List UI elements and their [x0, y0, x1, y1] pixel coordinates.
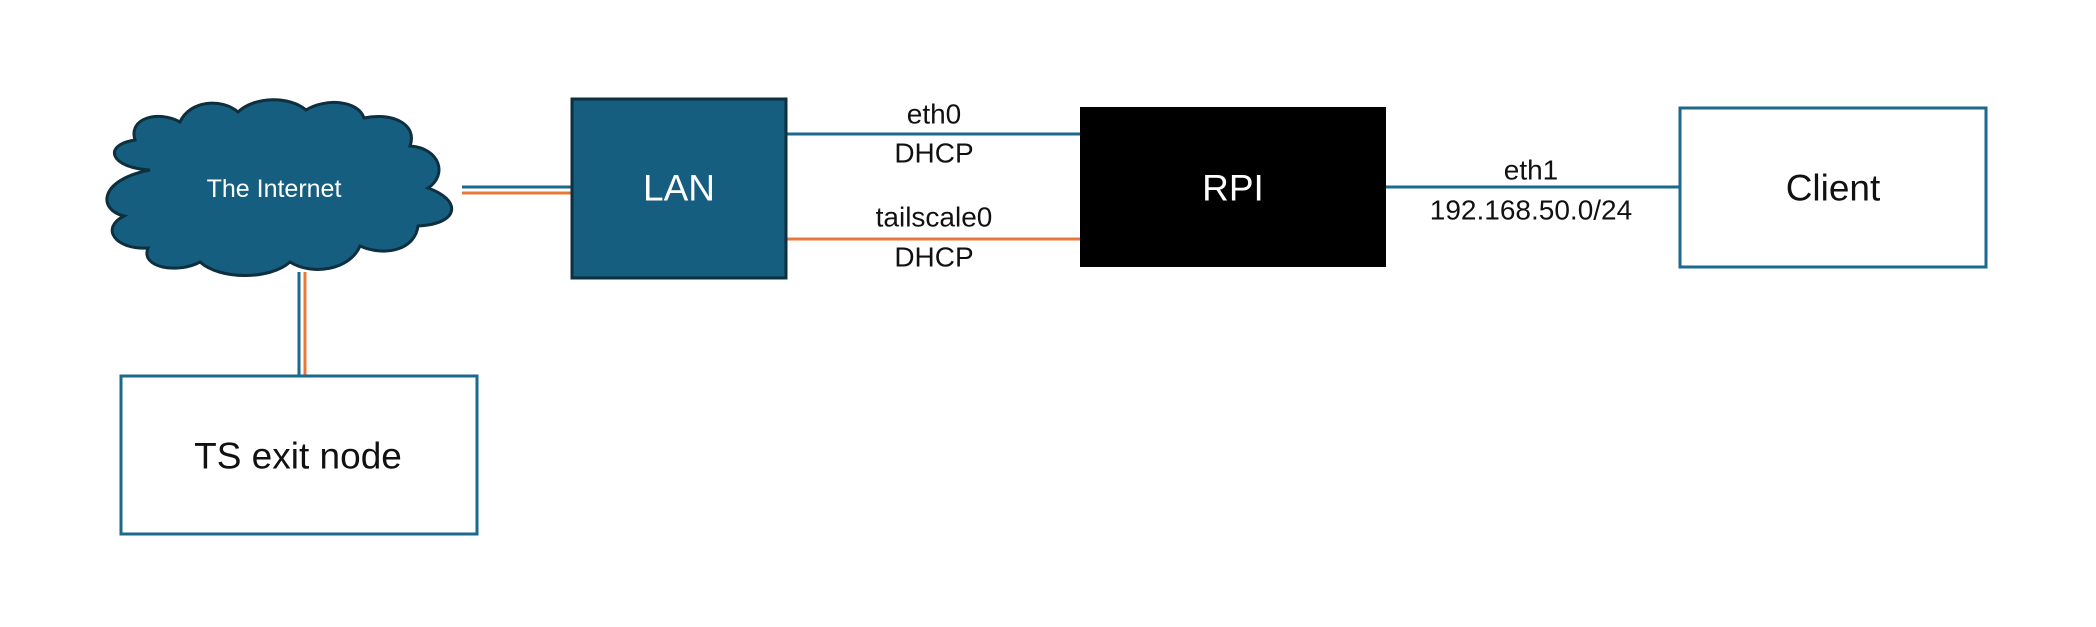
eth0-mode-label: DHCP [894, 138, 973, 169]
rpi-label: RPI [1202, 168, 1264, 209]
exit-node-label: TS exit node [194, 436, 402, 477]
eth1-subnet-label: 192.168.50.0/24 [1430, 195, 1632, 226]
lan-label: LAN [643, 168, 715, 209]
eth0-label: eth0 [907, 99, 962, 130]
internet-label: The Internet [207, 175, 342, 203]
tailscale0-mode-label: DHCP [894, 242, 973, 273]
client-label: Client [1786, 168, 1881, 209]
exit-node: TS exit node [119, 374, 479, 536]
eth1-label: eth1 [1504, 155, 1559, 186]
rpi-box [1080, 107, 1386, 267]
rpi-node: RPI [1080, 107, 1386, 267]
lan-node: LAN [570, 97, 788, 280]
client-box [1678, 106, 1988, 269]
cloud-icon [105, 98, 454, 277]
connector-internet-lan [462, 185, 572, 195]
lan-box [570, 97, 788, 280]
connector-internet-exit-node [297, 272, 307, 376]
tailscale0-label: tailscale0 [876, 202, 993, 233]
exit-node-box [119, 374, 479, 536]
client-node: Client [1678, 106, 1988, 269]
internet-cloud: The Internet [105, 98, 454, 277]
